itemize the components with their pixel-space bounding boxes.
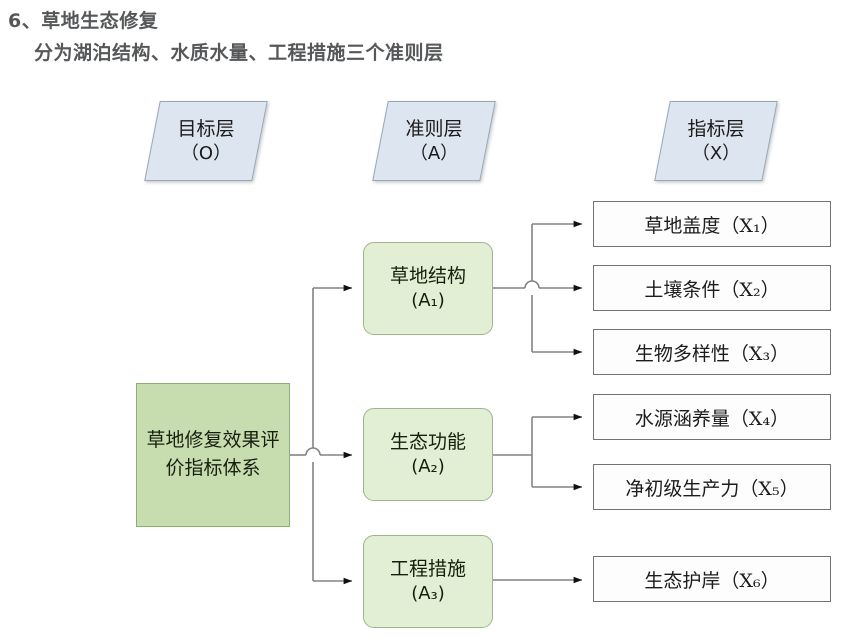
heading-line-2: 分为湖泊结构、水质水量、工程措施三个准则层	[34, 42, 444, 64]
layer-header-goal-code: （O）	[180, 142, 232, 164]
indicator-node-x6: 生态护岸（X₆）	[593, 556, 831, 602]
indicator-node-x3-label: 生物多样性（X₃）	[634, 342, 790, 365]
criteria-node-a3-title: 工程措施	[389, 557, 466, 580]
indicator-node-x1: 草地盖度（X₁）	[593, 201, 831, 247]
criteria-node-a3-code: (A₃)	[411, 583, 445, 605]
layer-header-criteria-code: （A）	[409, 142, 459, 164]
layer-header-goal: 目标层 （O）	[144, 101, 268, 181]
layer-header-criteria-title: 准则层	[405, 117, 463, 140]
indicator-node-x2-label: 土壤条件（X₂）	[644, 278, 780, 301]
indicator-node-x4: 水源涵养量（X₄）	[593, 394, 831, 440]
indicator-node-x4-label: 水源涵养量（X₄）	[634, 407, 790, 430]
criteria-node-a2-title: 生态功能	[389, 430, 466, 453]
layer-header-goal-title: 目标层	[177, 117, 235, 140]
criteria-node-a2-code: (A₂)	[411, 456, 445, 478]
layer-header-criteria: 准则层 （A）	[372, 101, 496, 181]
criteria-node-a1: 草地结构 (A₁)	[363, 242, 493, 335]
goal-node: 草地修复效果评价指标体系	[136, 383, 290, 527]
heading-line-1: 6、草地生态修复	[8, 10, 159, 32]
layer-header-indicator-code: （X）	[691, 142, 741, 164]
indicator-node-x1-label: 草地盖度（X₁）	[644, 214, 780, 237]
indicator-node-x6-label: 生态护岸（X₆）	[644, 569, 780, 592]
criteria-node-a1-title: 草地结构	[389, 264, 466, 287]
criteria-node-a3: 工程措施 (A₃)	[363, 535, 493, 628]
indicator-node-x3: 生物多样性（X₃）	[593, 329, 831, 375]
criteria-node-a1-code: (A₁)	[411, 290, 445, 312]
layer-header-indicator: 指标层 （X）	[654, 101, 778, 181]
layer-header-indicator-title: 指标层	[687, 117, 745, 140]
indicator-node-x2: 土壤条件（X₂）	[593, 265, 831, 311]
indicator-node-x5-label: 净初级生产力（X₅）	[625, 477, 799, 500]
criteria-node-a2: 生态功能 (A₂)	[363, 408, 493, 501]
indicator-node-x5: 净初级生产力（X₅）	[593, 464, 831, 510]
goal-node-label: 草地修复效果评价指标体系	[146, 429, 280, 479]
